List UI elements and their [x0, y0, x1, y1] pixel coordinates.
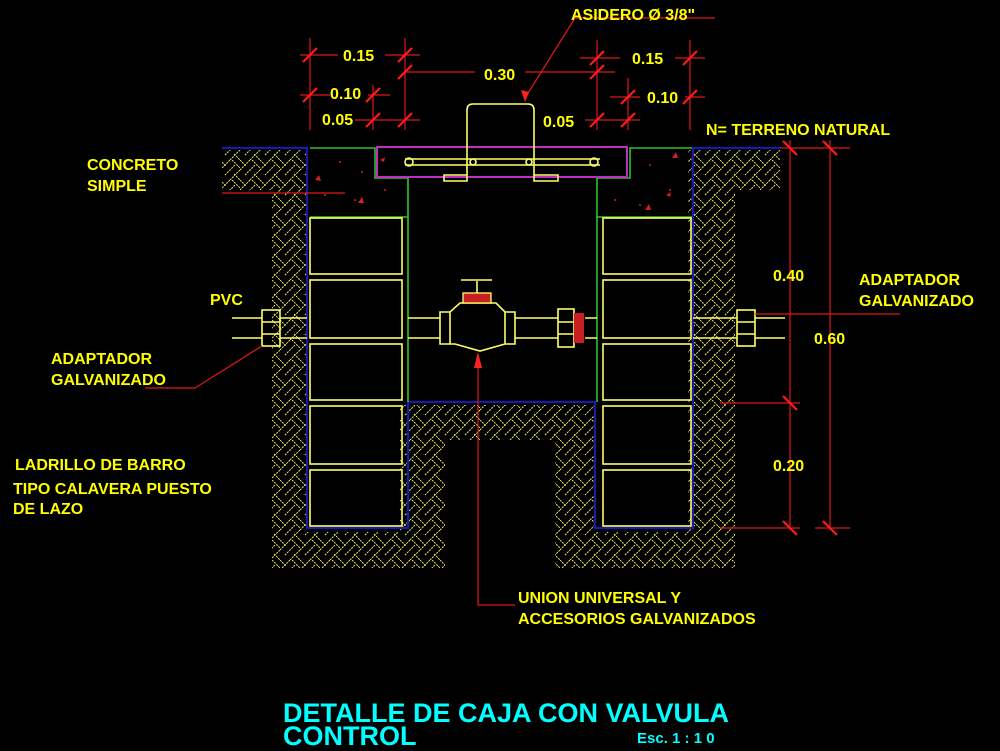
dim-top-center-030: 0.30: [484, 67, 515, 84]
label-ladrillo-2: TIPO CALAVERA PUESTO: [13, 481, 212, 498]
drawing-title-line1: DETALLE DE CAJA CON VALVULA: [283, 698, 729, 728]
drawing-title-line2: CONTROL: [283, 721, 416, 751]
label-adaptador-left-1: ADAPTADOR: [51, 351, 152, 368]
dim-top-right-015: 0.15: [632, 51, 663, 68]
dim-top-right-005: 0.05: [543, 114, 574, 131]
label-ladrillo-3: DE LAZO: [13, 501, 83, 518]
brick-walls: [309, 217, 692, 527]
dim-right-020: 0.20: [773, 458, 804, 475]
dim-right-060: 0.60: [814, 331, 845, 348]
label-union-2: ACCESORIOS GALVANIZADOS: [518, 611, 756, 628]
label-pvc: PVC: [210, 292, 243, 309]
dim-top-left-010: 0.10: [330, 86, 361, 103]
dim-top-left-015: 0.15: [343, 48, 374, 65]
label-asidero: ASIDERO Ø 3/8": [571, 7, 695, 24]
label-union-1: UNION UNIVERSAL Y: [518, 590, 681, 607]
label-adaptador-right-2: GALVANIZADO: [859, 293, 974, 310]
lid-with-handle: [376, 103, 628, 182]
label-terreno-natural: N= TERRENO NATURAL: [706, 122, 890, 139]
label-ladrillo-1: LADRILLO DE BARRO: [15, 457, 186, 474]
drawing-scale: Esc. 1 : 1 0: [637, 730, 715, 747]
label-concreto-2: SIMPLE: [87, 178, 147, 195]
pipe-and-valve: [232, 279, 785, 352]
dim-right-040: 0.40: [773, 268, 804, 285]
dim-top-right-010: 0.10: [647, 90, 678, 107]
soil-hatch: [222, 150, 780, 568]
concrete-simple: [310, 147, 692, 402]
label-concreto-1: CONCRETO: [87, 157, 178, 174]
label-adaptador-left-2: GALVANIZADO: [51, 372, 166, 389]
dimension-lines: [145, 17, 900, 606]
label-adaptador-right-1: ADAPTADOR: [859, 272, 960, 289]
dim-top-left-005: 0.05: [322, 112, 353, 129]
